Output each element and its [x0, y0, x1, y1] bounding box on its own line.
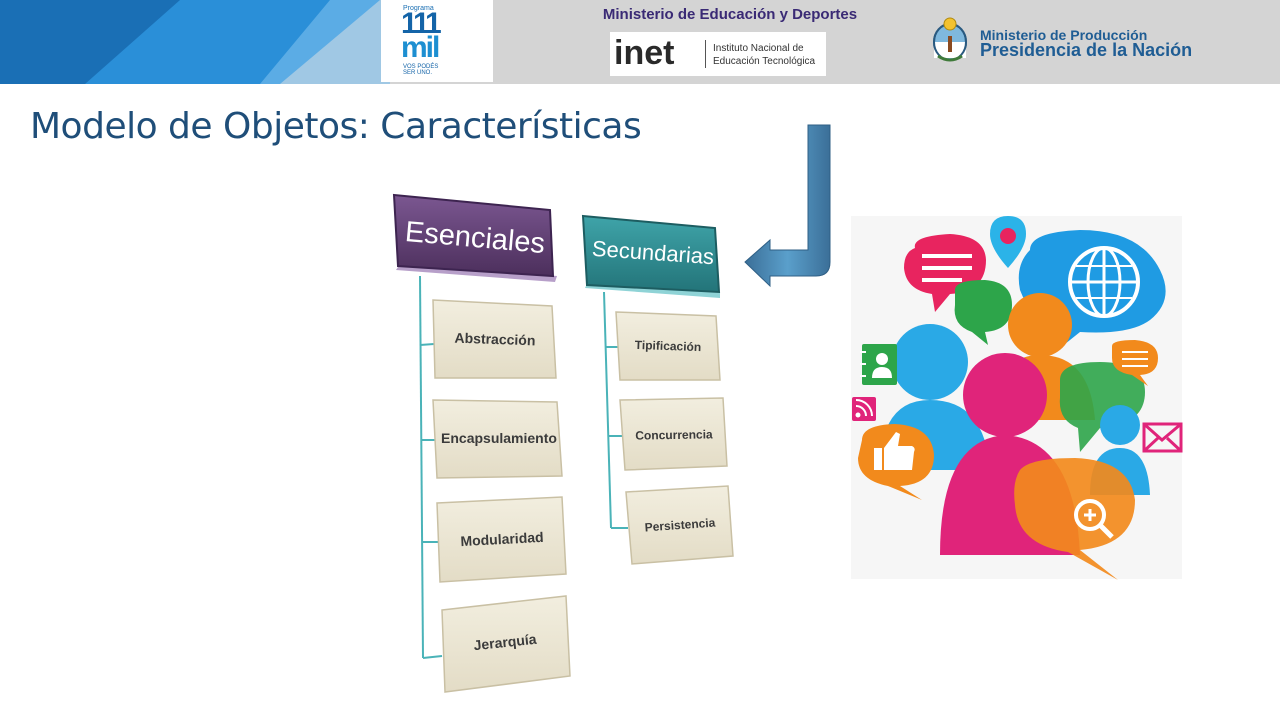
- inet-line-1: Instituto Nacional de: [713, 43, 804, 54]
- ministerio-educacion-text: Ministerio de Educación y Deportes: [602, 6, 858, 23]
- produccion-line-1: Ministerio de Producción: [980, 27, 1148, 43]
- inet-wordmark: inet: [614, 34, 675, 72]
- header-stripes: [0, 0, 390, 84]
- arrow-down-left-icon: [744, 124, 831, 288]
- logo-word: mil: [401, 31, 440, 64]
- logo-tagline-2: SER UNO.: [403, 70, 433, 76]
- social-media-illustration: [851, 216, 1183, 580]
- secundarias-cards: [615, 311, 734, 565]
- card-encapsulamiento: Encapsulamiento: [441, 430, 557, 446]
- inet-divider: [705, 40, 706, 68]
- secundarias-header: [581, 214, 721, 298]
- logo-programa-text: Programa: [403, 5, 434, 12]
- esenciales-cards: [432, 299, 571, 693]
- programa-111-mil-logo: Programa 111 mil VOS PODÉS SER UNO.: [381, 0, 493, 82]
- inet-line-2: Educación Tecnológica: [713, 56, 816, 67]
- card-concurrencia: Concurrencia: [635, 427, 713, 443]
- logo-tagline-1: VOS PODÉS: [403, 64, 439, 70]
- esenciales-header: [392, 193, 557, 282]
- slide-title: Modelo de Objetos: Características: [30, 106, 642, 147]
- produccion-line-2: Presidencia de la Nación: [980, 40, 1193, 60]
- logo-number: 111: [401, 7, 442, 40]
- argentina-seal-icon: [933, 17, 967, 62]
- secundarias-connector: [603, 291, 628, 529]
- inet-logo: inet Instituto Nacional de Educación Tec…: [610, 32, 826, 76]
- header-banner: Programa 111 mil VOS PODÉS SER UNO. Mini…: [0, 0, 1280, 84]
